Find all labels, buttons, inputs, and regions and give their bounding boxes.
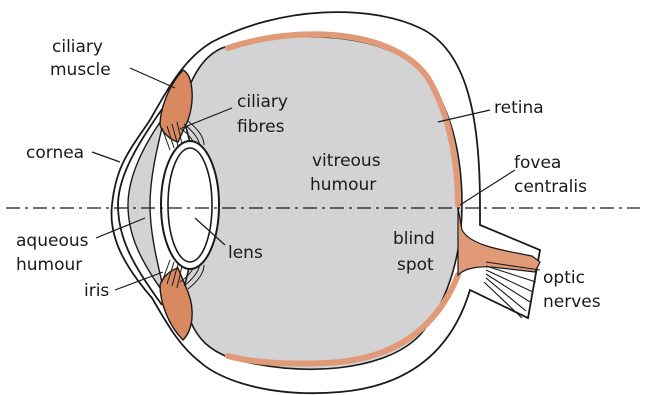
label-aqueous-2: humour (16, 255, 82, 275)
label-ciliary-fibres-2: fibres (237, 117, 285, 137)
label-ciliary-fibres-1: ciliary (237, 92, 288, 112)
lens-inner (168, 148, 212, 262)
leader-ciliary-muscle (130, 68, 175, 88)
leader-cornea (92, 152, 120, 162)
vitreous-chamber (180, 36, 462, 369)
label-ciliary-muscle-1: ciliary (52, 37, 103, 57)
label-optic-nerves-2: nerves (543, 292, 601, 312)
label-lens: lens (228, 243, 263, 263)
label-fovea-1: fovea (514, 153, 561, 173)
label-vitreous-2: humour (310, 175, 376, 195)
label-fovea-2: centralis (514, 177, 587, 197)
label-aqueous-1: aqueous (16, 231, 89, 251)
label-retina: retina (494, 98, 544, 118)
label-blind-spot-1: blind (393, 229, 435, 249)
label-vitreous-1: vitreous (312, 151, 381, 171)
label-optic-nerves-1: optic (543, 268, 585, 288)
label-cornea: cornea (26, 143, 84, 163)
label-ciliary-muscle-2: muscle (50, 60, 111, 80)
label-iris: iris (84, 281, 109, 301)
label-blind-spot-2: spot (397, 255, 434, 275)
